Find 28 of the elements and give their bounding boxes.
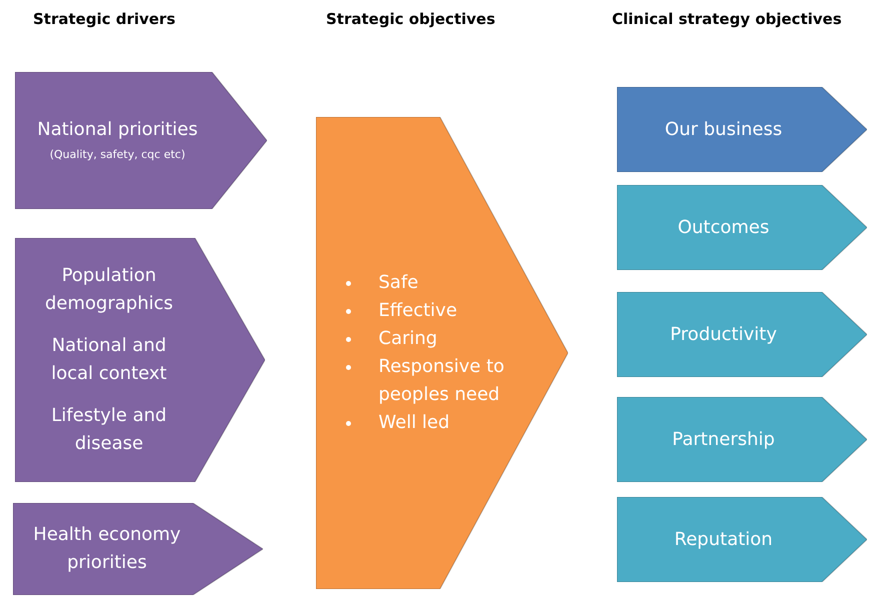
node-text: Partnership xyxy=(672,428,775,452)
node-text: National priorities xyxy=(37,118,198,142)
arrow-shape xyxy=(617,185,867,270)
node-text: Lifestyle and disease xyxy=(50,404,168,456)
column-heading: Strategic drivers xyxy=(33,10,176,28)
node-text: Population demographics xyxy=(44,264,174,316)
arrow-shape xyxy=(15,238,265,482)
node-text: Our business xyxy=(664,118,782,142)
column-heading: Clinical strategy objectives xyxy=(612,10,842,28)
node-text: National and local context xyxy=(50,334,168,386)
arrow-shape xyxy=(316,117,568,589)
arrow-shape xyxy=(617,397,867,482)
bullet-item: Responsive to peoples need xyxy=(378,355,506,407)
node-text: Reputation xyxy=(674,528,773,552)
node-text: (Quality, safety, cqc etc) xyxy=(50,147,186,163)
bullet-item: Well led xyxy=(378,411,450,435)
node-text: Productivity xyxy=(670,322,777,346)
node-text: Outcomes xyxy=(678,216,770,240)
arrow-shape xyxy=(617,497,867,582)
bullet-item: Effective xyxy=(378,299,458,323)
column-heading: Strategic objectives xyxy=(326,10,496,28)
arrow-shape xyxy=(617,292,867,377)
bullet-item: Caring xyxy=(378,327,438,351)
bullet-item: Safe xyxy=(378,271,418,295)
arrow-shape xyxy=(15,72,267,209)
node-text: Health economy priorities xyxy=(32,523,182,575)
arrow-shape xyxy=(617,87,867,172)
arrow-shape xyxy=(13,503,263,595)
